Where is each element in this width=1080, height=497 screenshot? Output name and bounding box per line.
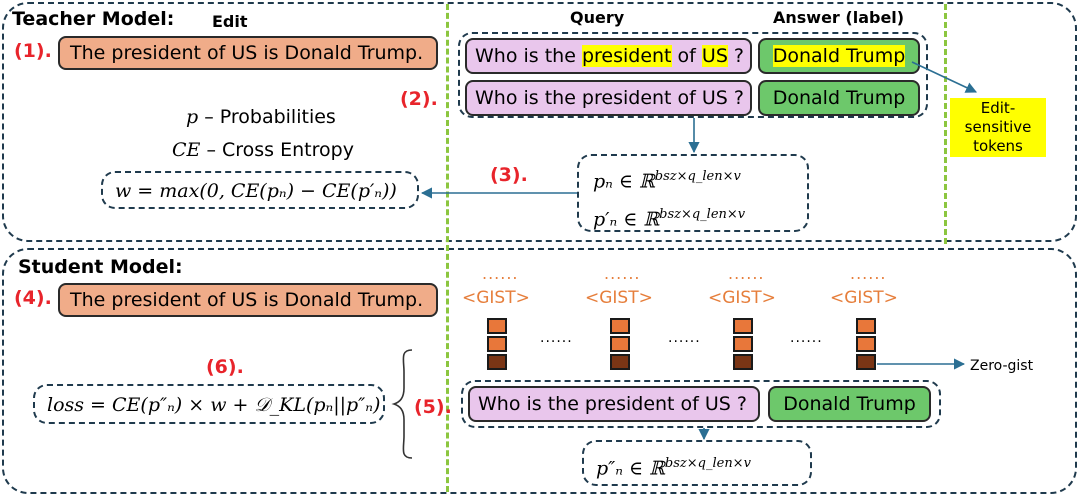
teacher-title: Teacher Model: bbox=[12, 8, 175, 30]
query-text-part: of bbox=[671, 45, 702, 67]
legend-p-symbol: p bbox=[186, 106, 199, 128]
gist-stack-3-zero-cell bbox=[733, 354, 753, 370]
student-title: Student Model: bbox=[18, 256, 183, 278]
legend-p-text: – Probabilities bbox=[198, 106, 336, 128]
step-2-label: (2). bbox=[400, 88, 438, 110]
answer-box: Donald Trump bbox=[758, 80, 920, 116]
gist-stack-2-cell bbox=[610, 318, 630, 334]
gist-token-3: <GIST> bbox=[708, 288, 776, 308]
answer-box-highlighted: Donald Trump bbox=[758, 38, 920, 74]
prob-p-n-double-prime-dims: bsz×q_len×v bbox=[664, 456, 751, 471]
gist-stack-1-cell bbox=[487, 318, 507, 334]
gist-token-1: <GIST> bbox=[462, 288, 530, 308]
teacher-edit-box: The president of US is Donald Trump. bbox=[58, 36, 438, 70]
gist-stack-2-zero-cell bbox=[610, 354, 630, 370]
step-3-label: (3). bbox=[490, 164, 528, 186]
student-query-group bbox=[461, 380, 941, 428]
query-header: Query bbox=[570, 8, 625, 27]
step-5-label: (5). bbox=[414, 396, 452, 418]
gist-stack-2-cell bbox=[610, 336, 630, 352]
student-query-box: Who is the president of US ? bbox=[468, 386, 760, 422]
edit-sensitive-tokens-label: Edit-sensitive tokens bbox=[950, 98, 1046, 157]
gist-dots-2: ...... bbox=[604, 264, 641, 283]
answer-header: Answer (label) bbox=[773, 8, 905, 27]
prob-p-n-prime: p′ₙ ∈ ℝbsz×q_len×v bbox=[593, 198, 793, 236]
student-answer-box: Donald Trump bbox=[768, 386, 931, 422]
student-edit-box: The president of US is Donald Trump. bbox=[58, 283, 438, 317]
gist-stack-4-cell bbox=[856, 336, 876, 352]
teacher-prob-box: pₙ ∈ ℝbsz×q_len×v p′ₙ ∈ ℝbsz×q_len×v bbox=[577, 154, 809, 232]
gist-stack-1-cell bbox=[487, 336, 507, 352]
between-dots-1: ...... bbox=[540, 330, 573, 346]
prob-p-n-prime-text: p′ₙ ∈ ℝ bbox=[593, 208, 660, 231]
highlight-president: president bbox=[581, 45, 672, 67]
gist-stack-4-zero-cell bbox=[856, 354, 876, 370]
query-box: Who is the president of US ? bbox=[465, 80, 752, 116]
prob-p-n: pₙ ∈ ℝbsz×q_len×v bbox=[593, 160, 793, 198]
prob-p-n-double-prime-text: p″ₙ ∈ ℝ bbox=[596, 457, 665, 480]
legend-probabilities: p – Probabilities bbox=[186, 106, 336, 128]
highlight-us: US bbox=[701, 45, 728, 67]
prob-p-n-prime-dims: bsz×q_len×v bbox=[659, 207, 746, 223]
curly-brace bbox=[391, 349, 413, 459]
gist-stack-3-cell bbox=[733, 336, 753, 352]
edit-header: Edit bbox=[212, 12, 248, 31]
arrow-to-sensitive-tokens bbox=[911, 61, 978, 93]
step-1-label: (1). bbox=[14, 40, 52, 62]
zero-gist-label: Zero-gist bbox=[970, 358, 1034, 374]
legend-ce-text: – Cross Entropy bbox=[200, 139, 354, 161]
query-text-part: Who is the bbox=[475, 45, 582, 67]
gist-stack-1-zero-cell bbox=[487, 354, 507, 370]
teacher-model-panel bbox=[2, 2, 1077, 242]
legend-cross-entropy: CE – Cross Entropy bbox=[172, 139, 354, 161]
query-text-part: ? bbox=[727, 45, 745, 67]
legend-ce-symbol: CE bbox=[172, 139, 201, 161]
between-dots-2: ...... bbox=[668, 330, 701, 346]
teacher-query-group bbox=[458, 32, 928, 118]
between-dots-3: ...... bbox=[790, 330, 823, 346]
query-box-highlighted: Who is the president of US ? bbox=[465, 38, 752, 74]
gist-dots-4: ...... bbox=[850, 264, 887, 283]
step-6-label: (6). bbox=[206, 356, 244, 378]
gist-dots-1: ...... bbox=[482, 264, 519, 283]
weight-formula: w = max(0, CE(pₙ) − CE(p′ₙ)) bbox=[101, 171, 419, 209]
gist-stack-3-cell bbox=[733, 318, 753, 334]
gist-token-4: <GIST> bbox=[830, 288, 898, 308]
prob-p-n-text: pₙ ∈ ℝ bbox=[593, 170, 655, 193]
divider-right bbox=[944, 4, 947, 244]
gist-dots-3: ...... bbox=[728, 264, 765, 283]
divider-left bbox=[446, 4, 449, 492]
prob-p-n-dims: bsz×q_len×v bbox=[654, 169, 741, 184]
gist-token-2: <GIST> bbox=[585, 288, 653, 308]
loss-formula: loss = CE(p″ₙ) × w + 𝒟_KL(pₙ||p″ₙ) bbox=[33, 384, 385, 424]
gist-stack-4-cell bbox=[856, 318, 876, 334]
student-model-panel bbox=[2, 248, 1077, 494]
answer-text-highlighted: Donald Trump bbox=[772, 45, 906, 67]
student-prob-box: p″ₙ ∈ ℝbsz×q_len×v bbox=[582, 440, 812, 486]
step-4-label: (4). bbox=[14, 287, 52, 309]
